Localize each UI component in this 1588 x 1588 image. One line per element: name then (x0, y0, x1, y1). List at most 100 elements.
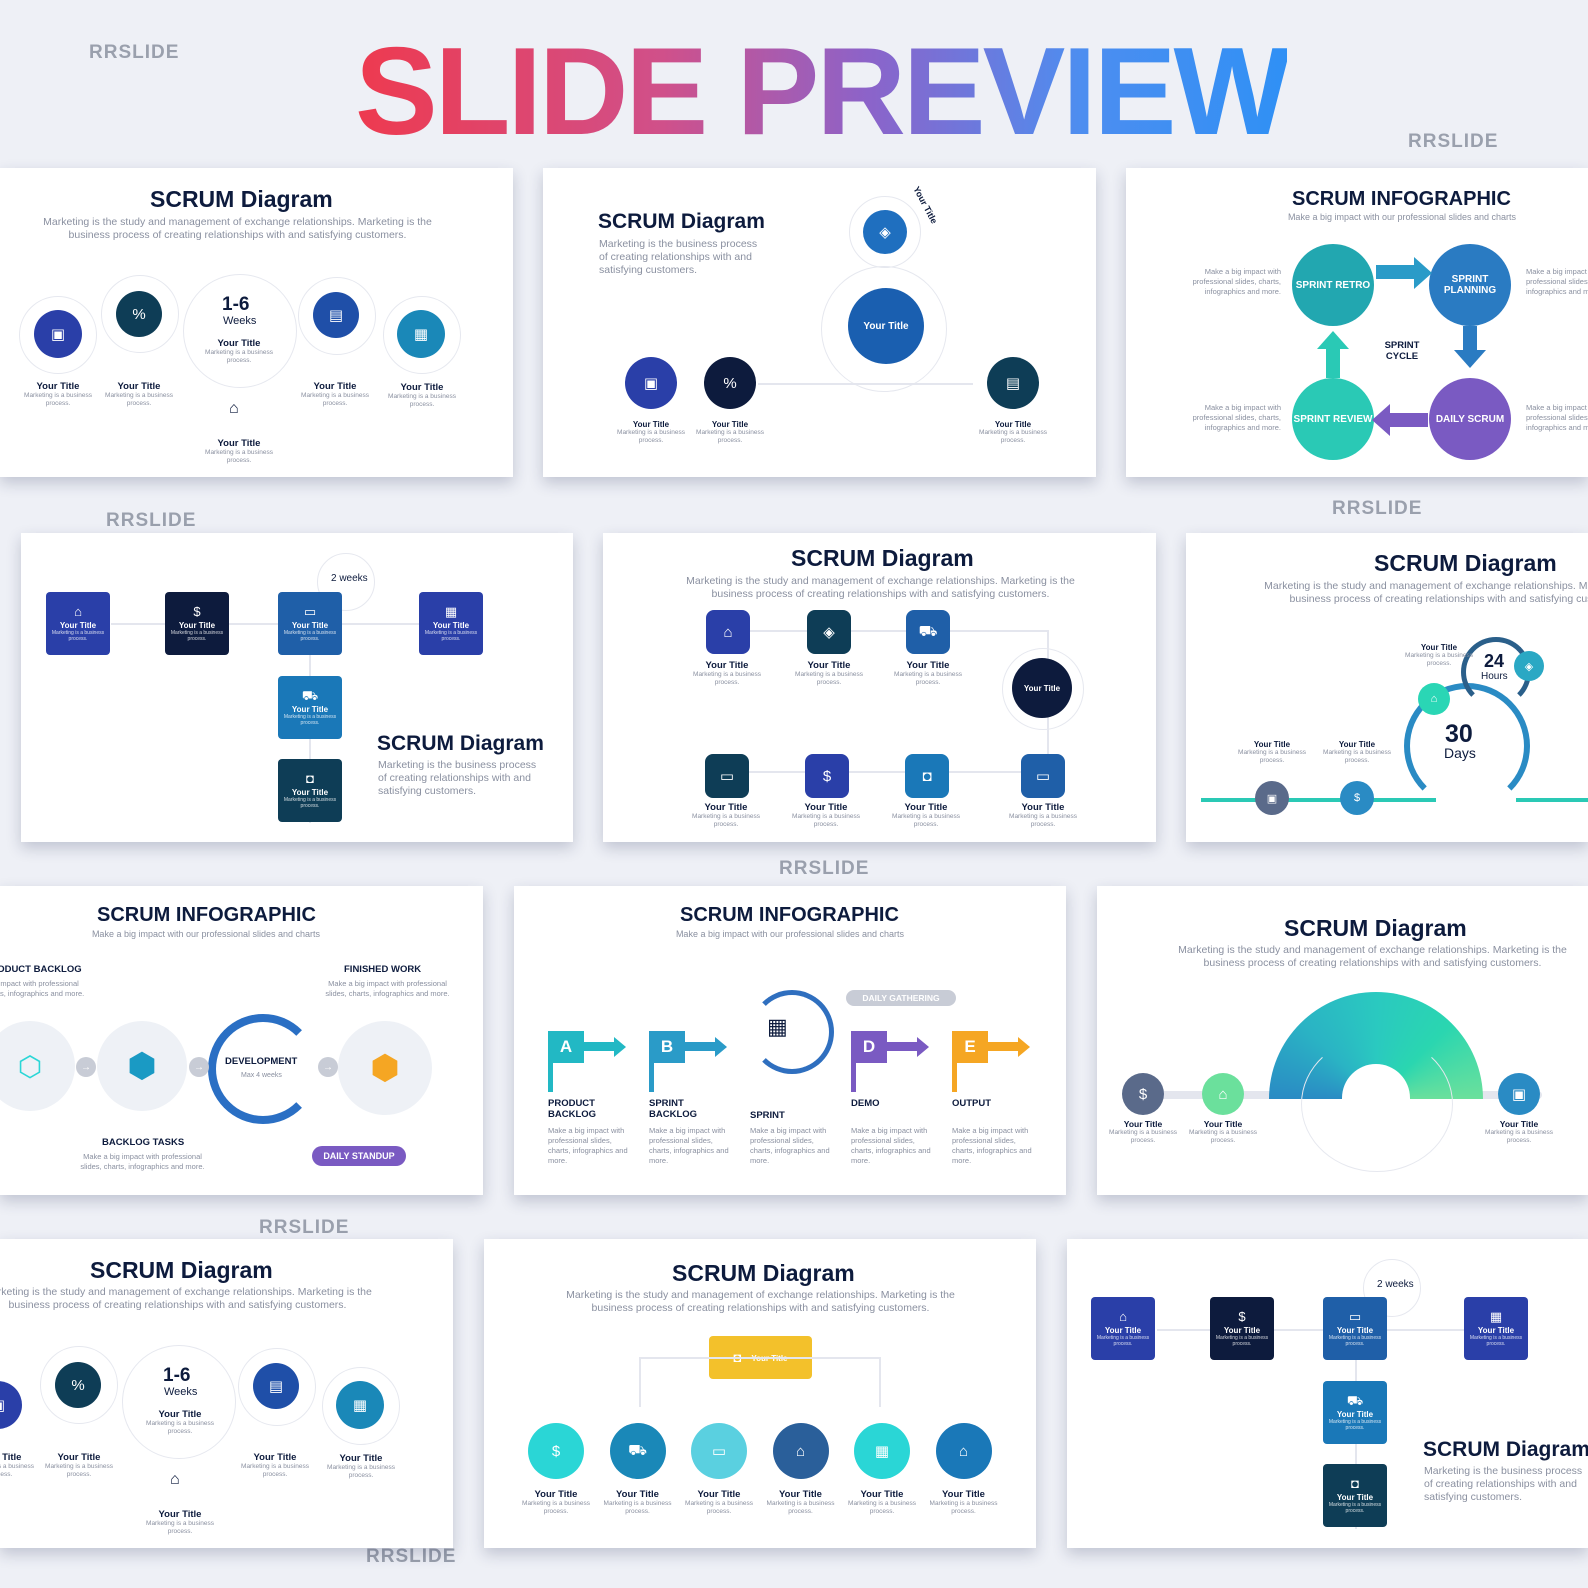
slide-preview-7[interactable]: SCRUM INFOGRAPHIC Make a big impact with… (0, 886, 483, 1195)
lower-ring (1301, 1036, 1453, 1172)
sprint-retro: SPRINT RETRO (1292, 244, 1374, 326)
card-icon: ▭ (1348, 1309, 1362, 1324)
step-pole (548, 1056, 553, 1092)
cycle-ring (40, 1346, 118, 1424)
connector-line (879, 1357, 881, 1407)
cart-node: Your Title (1012, 658, 1072, 718)
connector-line (758, 383, 973, 385)
cart-ring (1002, 648, 1084, 730)
slide-preview-2[interactable]: SCRUM Diagram Marketing is the business … (543, 168, 1096, 477)
slide-preview-5[interactable]: SCRUM Diagram Marketing is the study and… (603, 533, 1156, 842)
slide-preview-1[interactable]: SCRUM Diagram Marketing is the study and… (0, 168, 513, 477)
clipboard-icon: ▣ (0, 1381, 22, 1429)
sprint-ring (750, 990, 834, 1074)
step-flag: E (952, 1031, 988, 1063)
arrow-left-icon (1372, 404, 1390, 436)
money-icon: $ (1122, 1073, 1164, 1115)
step-desc: Make a big impact with professional slid… (952, 1126, 1032, 1165)
cycle-ring (183, 274, 297, 388)
truck-icon: ⛟ (609, 1423, 666, 1479)
step-flag: B (649, 1031, 685, 1063)
development-ring (208, 1014, 318, 1124)
watermark: RRSLIDE (366, 1546, 457, 1567)
watermark: RRSLIDE (89, 42, 180, 63)
watermark: RRSLIDE (779, 858, 870, 879)
arrow-right-icon: → (76, 1057, 96, 1077)
slide-subtitle: Make a big impact with our professional … (91, 929, 321, 939)
arrow-right-icon (715, 1037, 727, 1057)
days-number: 30 (1445, 720, 1473, 748)
arrow-right-icon: → (189, 1057, 209, 1077)
weeks-badge: 2 weeks (1377, 1279, 1414, 1290)
slide-preview-11[interactable]: SCRUM Diagram Marketing is the study and… (484, 1239, 1036, 1548)
slide-preview-6[interactable]: SCRUM Diagram Marketing is the study and… (1186, 533, 1588, 842)
finished-label: FINISHED WORK (344, 964, 422, 975)
weeks-badge: 2 weeks (331, 573, 368, 584)
blocks-node: ⬢ (338, 1021, 432, 1115)
slide-preview-9[interactable]: SCRUM Diagram Marketing is the study and… (1097, 886, 1588, 1195)
ticket-icon: % (116, 291, 162, 337)
standup-badge: DAILY STANDUP (312, 1146, 406, 1166)
slide-preview-8[interactable]: SCRUM INFOGRAPHIC Make a big impact with… (514, 886, 1066, 1195)
slide-title: SCRUM Diagram (1284, 915, 1467, 941)
days-label: Days (1444, 745, 1476, 761)
slide-title: SCRUM INFOGRAPHIC (1292, 188, 1511, 210)
weeks-label: Weeks (164, 1386, 198, 1398)
slide-subtitle: Make a big impact with our professional … (1287, 212, 1517, 222)
slide-title: SCRUM Diagram (150, 186, 333, 212)
money-icon: $ (193, 604, 201, 619)
step-name: OUTPUT (952, 1098, 992, 1109)
development-label: DEVELOPMENT (225, 1056, 298, 1067)
cycle-ring (821, 266, 947, 392)
arrow-right-icon (988, 1042, 1018, 1051)
step-name: SPRINT (750, 1110, 785, 1121)
page-title: SLIDE PREVIEW (355, 23, 1290, 161)
slide-title: SCRUM Diagram (1423, 1438, 1588, 1461)
calendar-icon: ▦ (767, 1014, 788, 1039)
slide-subtitle: Marketing is the business process of cre… (378, 759, 537, 797)
cycle-ring (19, 296, 97, 374)
arrow-up-icon (1317, 331, 1349, 349)
arrow-right-icon (1376, 265, 1416, 279)
slide-preview-3[interactable]: SCRUM INFOGRAPHIC Make a big impact with… (1126, 168, 1588, 477)
document-icon: ▤ (313, 292, 359, 338)
watermark: RRSLIDE (259, 1217, 350, 1238)
cart-icon: ⌂ (1202, 1073, 1244, 1115)
document-icon: ▤ (253, 1363, 299, 1409)
cycle-ring (298, 277, 376, 355)
card-icon: ▭ (1021, 754, 1065, 798)
step-desc: Make a big impact with professional slid… (851, 1126, 931, 1165)
slide-subtitle: Marketing is the study and management of… (1178, 944, 1567, 969)
slide-preview-10[interactable]: SCRUM Diagram Marketing is the study and… (0, 1239, 453, 1548)
arrow-right-icon (584, 1042, 614, 1051)
connector-line (639, 1357, 641, 1407)
gift-icon: ▦ (854, 1423, 910, 1479)
step-pole (851, 1056, 856, 1092)
info-text: Make a big impact with professional slid… (1192, 403, 1281, 432)
info-text: Make a big impact with professional slid… (1526, 403, 1588, 432)
arrow-right-icon (685, 1042, 715, 1051)
